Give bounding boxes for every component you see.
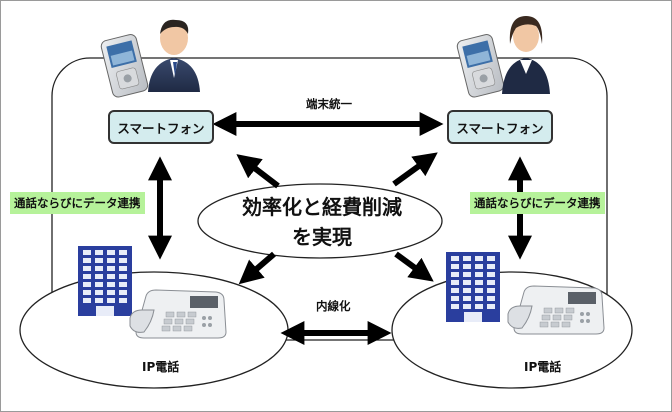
smartphone-icon [456, 34, 505, 98]
arrow-to-top-right [392, 152, 438, 187]
arrow-to-bottom-right [394, 251, 434, 282]
arrow-to-bottom-left [238, 251, 276, 285]
businesswoman-icon [502, 16, 550, 94]
left-sync-tag: 通話ならびにデータ連携 [10, 192, 145, 214]
businessman-icon [148, 19, 200, 92]
left-ip-phone-label: IP電話 [142, 360, 180, 374]
center-message-line2: を実現 [292, 225, 352, 249]
link-label-bottom: 内線化 [316, 299, 351, 313]
link-label-top: 端末統一 [306, 97, 352, 111]
center-ellipse [197, 183, 443, 259]
office-building-icon [78, 246, 132, 316]
left-smartphone-box: スマートフォン [108, 110, 214, 144]
right-smartphone-box: スマートフォン [447, 110, 553, 144]
right-sync-tag: 通話ならびにデータ連携 [470, 192, 605, 214]
arrow-to-top-left [236, 154, 280, 189]
ip-desk-phone-icon [129, 289, 227, 339]
ip-desk-phone-icon [507, 285, 605, 335]
center-message-line1: 効率化と経費削減 [242, 195, 402, 219]
right-ip-phone-label: IP電話 [524, 360, 562, 374]
office-building-icon [446, 252, 500, 322]
smartphone-icon [100, 34, 149, 98]
center-message: 効率化と経費削減 を実現 [198, 186, 446, 258]
